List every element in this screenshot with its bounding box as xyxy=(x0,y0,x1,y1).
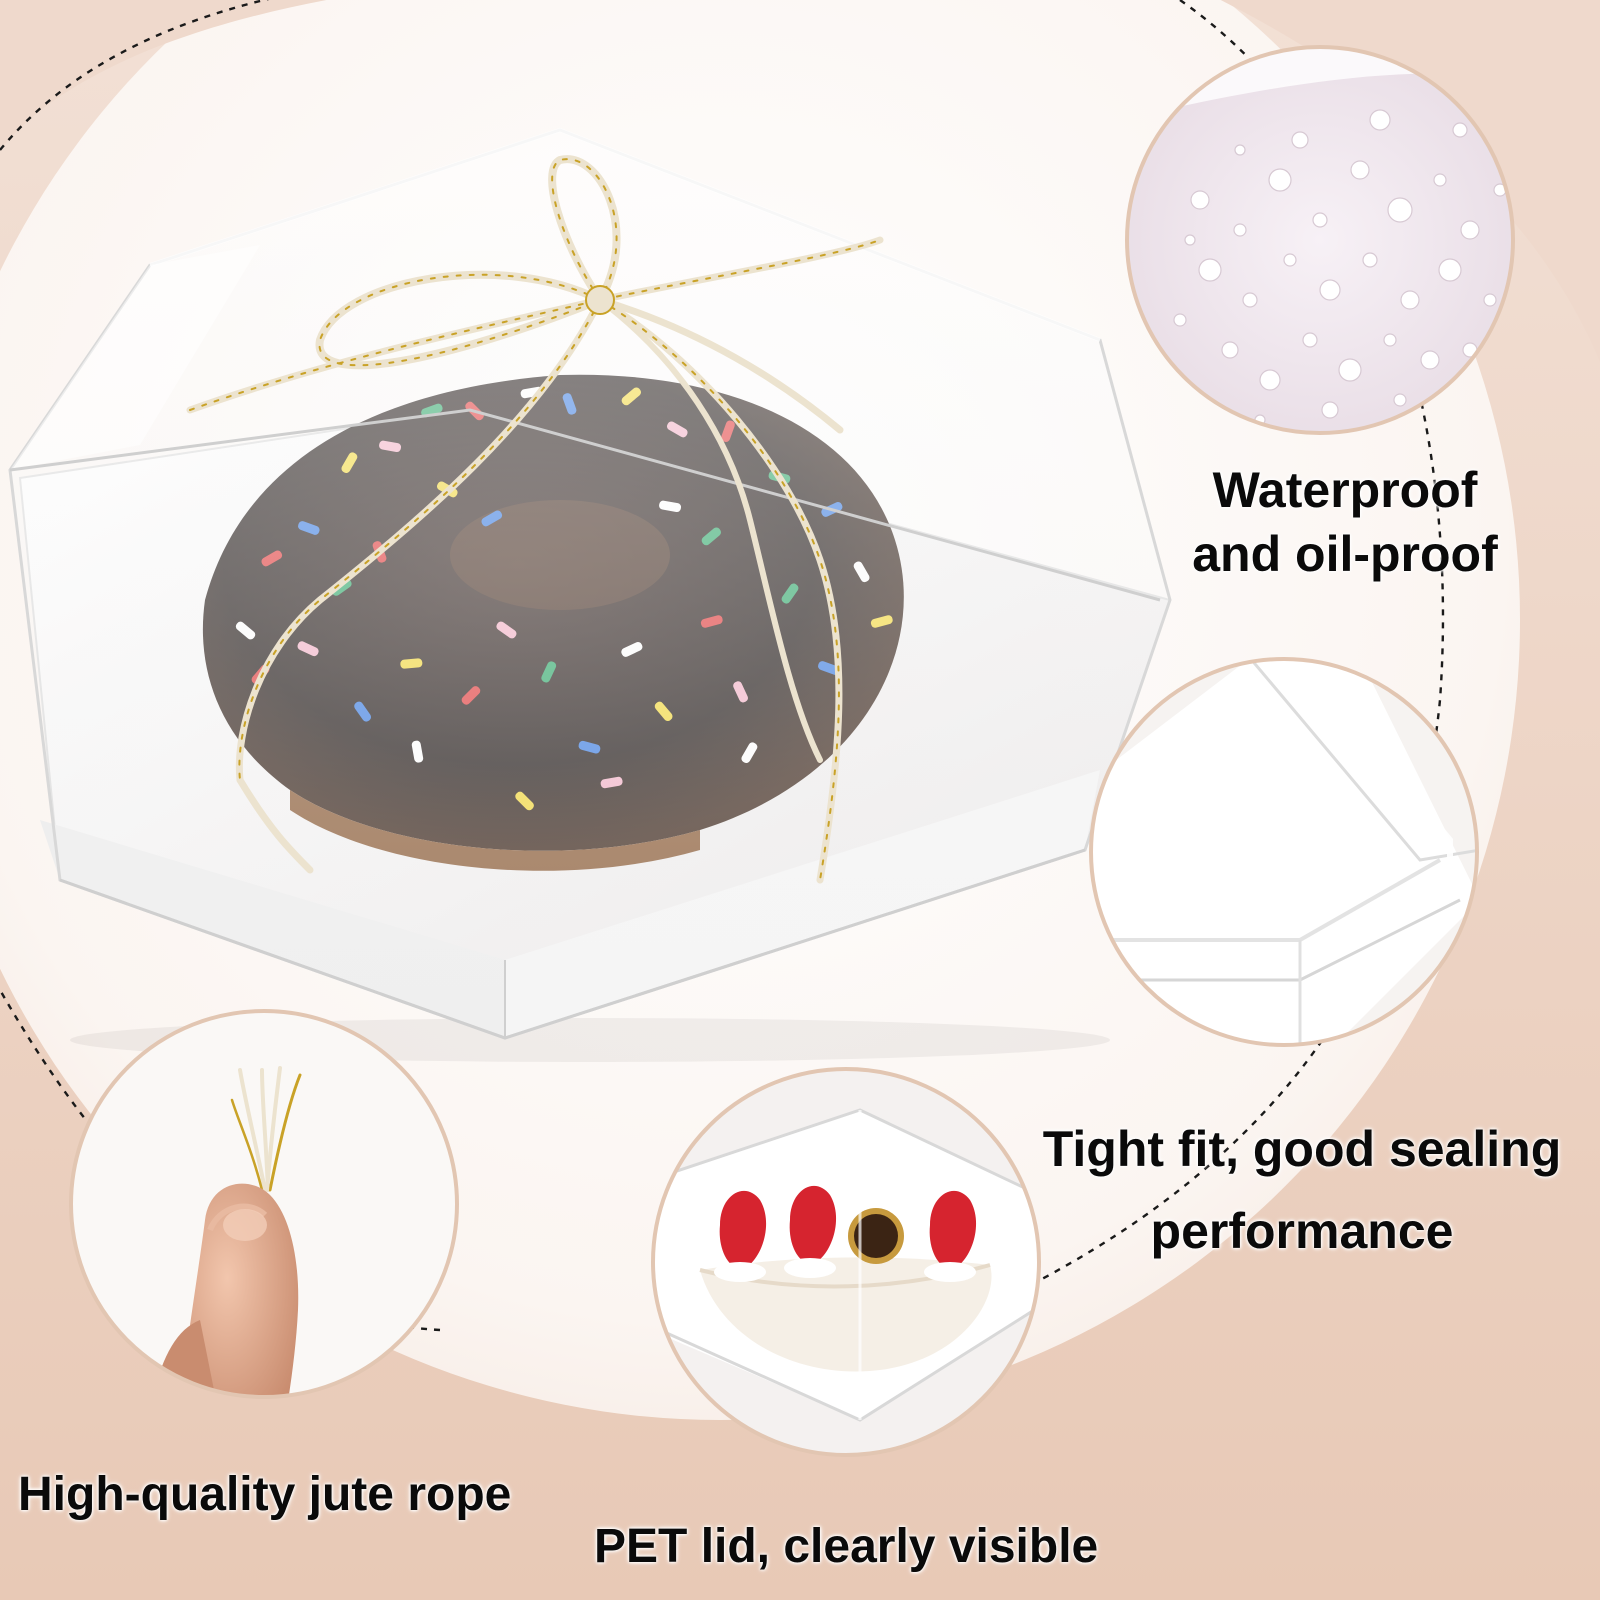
jute-rope-bow xyxy=(186,155,884,884)
tight-fit-line-1: Tight fit, good sealing xyxy=(1042,1121,1562,1177)
waterproof-line-1: Waterproof xyxy=(1212,462,1478,518)
main-box xyxy=(8,127,1172,1062)
clear-lid-cake-icon xyxy=(651,1067,1041,1457)
box-corner-icon xyxy=(1089,657,1479,1047)
pet-lid-label: PET lid, clearly visible xyxy=(594,1520,1099,1573)
tight-fit-label: Tight fit, good sealing performance xyxy=(1042,1108,1562,1272)
waterproof-line-2: and oil-proof xyxy=(1192,526,1498,582)
waterproof-label: Waterproof and oil-proof xyxy=(1150,458,1540,586)
jute-rope-label: High-quality jute rope xyxy=(18,1468,512,1521)
tight-fit-line-2: performance xyxy=(1150,1203,1454,1259)
jute-rope-icon xyxy=(69,1009,459,1399)
